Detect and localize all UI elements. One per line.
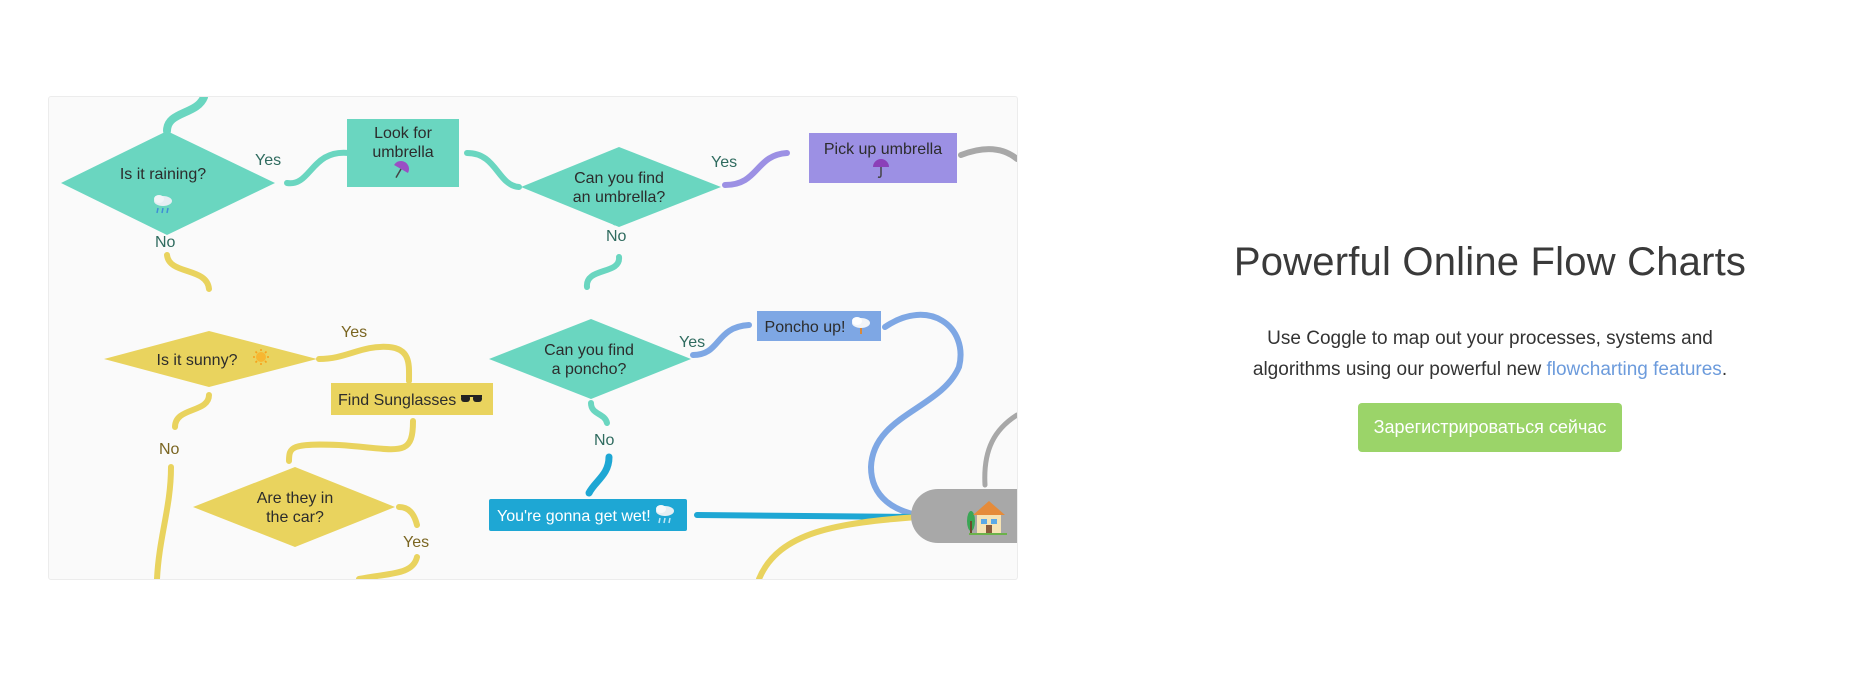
edge-find-umbrella-no — [584, 254, 622, 290]
node-find-sunglasses: Find Sunglasses — [331, 383, 493, 415]
node-look-for-umbrella-line2: umbrella — [372, 144, 433, 161]
edge-into-raining — [163, 97, 208, 135]
node-look-for-umbrella: Look for umbrella — [347, 119, 459, 187]
node-is-it-raining-label: Is it raining? — [120, 166, 206, 183]
edge-grey-to-house — [982, 412, 1017, 488]
node-pick-up-umbrella: Pick up umbrella — [809, 133, 957, 183]
label-find-umbrella-yes: Yes — [711, 154, 737, 171]
label-raining-yes: Yes — [255, 152, 281, 169]
node-find-umbrella: Can you find an umbrella? — [521, 147, 721, 227]
node-find-poncho-line2: a poncho? — [552, 361, 627, 378]
node-in-the-car-line1: Are they in — [257, 490, 333, 507]
node-is-it-sunny-label: Is it sunny? — [157, 352, 238, 369]
label-raining-no: No — [155, 234, 176, 251]
label-find-poncho-yes: Yes — [679, 334, 705, 351]
node-in-the-car-line2: the car? — [266, 509, 324, 526]
edge-sunny-no — [154, 464, 174, 579]
node-find-umbrella-line1: Can you find — [574, 170, 664, 187]
edge-raining-no — [164, 252, 212, 292]
node-find-umbrella-line2: an umbrella? — [573, 189, 666, 206]
edge-sunny-no-top — [172, 392, 212, 430]
umbrella-icon — [873, 159, 889, 178]
label-sunny-yes: Yes — [341, 324, 367, 341]
node-get-wet: You're gonna get wet! — [489, 499, 687, 531]
node-in-the-car: Are they in the car? — [193, 467, 395, 547]
edge-sunglasses-to-car — [286, 418, 416, 464]
flowchart-example: Yes No Yes No Yes No Yes No Yes Is it ra… — [48, 96, 1018, 580]
promo-text-end: . — [1721, 359, 1728, 380]
rain-cloud-icon — [852, 317, 870, 334]
rain-cloud-icon — [154, 195, 172, 214]
node-get-wet-label: You're gonna get wet! — [497, 508, 651, 525]
node-is-it-raining: Is it raining? — [61, 131, 275, 235]
edge-in-car-yes-top — [396, 504, 420, 528]
edge-find-poncho-no-top — [588, 400, 610, 426]
edge-find-umbrella-yes — [722, 150, 790, 188]
flowcharting-features-link[interactable]: flowcharting features — [1546, 359, 1722, 380]
edge-look-to-find — [464, 150, 522, 190]
node-poncho-up-label: Poncho up! — [765, 319, 846, 336]
rain-cloud-icon — [656, 505, 674, 524]
label-find-umbrella-no: No — [606, 228, 627, 245]
node-is-it-sunny: Is it sunny? — [104, 331, 317, 387]
edge-wet-to-house — [694, 512, 920, 520]
edge-poncho-to-house — [867, 311, 964, 518]
sun-icon — [253, 349, 269, 365]
promo-section: Powerful Online Flow Charts Use Coggle t… — [1160, 240, 1820, 452]
node-find-poncho: Can you find a poncho? — [489, 319, 691, 399]
node-pick-up-umbrella-label: Pick up umbrella — [824, 141, 942, 158]
edge-pickup-out — [958, 146, 1017, 162]
label-sunny-no: No — [159, 441, 180, 458]
edge-sunny-yes — [316, 343, 413, 384]
node-find-poncho-line1: Can you find — [544, 342, 634, 359]
house-icon — [967, 501, 1007, 535]
node-look-for-umbrella-line1: Look for — [374, 125, 432, 142]
node-home — [911, 489, 1017, 543]
label-in-car-yes: Yes — [403, 534, 429, 551]
edge-in-car-yes — [356, 554, 420, 579]
node-poncho-up: Poncho up! — [757, 311, 881, 341]
sunglasses-icon — [461, 395, 482, 402]
signup-button[interactable]: Зарегистрироваться сейчас — [1357, 403, 1623, 452]
edge-raining-yes — [284, 149, 352, 187]
edge-yellow-to-house — [756, 514, 920, 579]
label-find-poncho-no: No — [594, 432, 615, 449]
edge-find-poncho-no — [585, 453, 613, 497]
umbrella-icon — [394, 161, 409, 179]
promo-description: Use Coggle to map out your processes, sy… — [1230, 323, 1750, 385]
node-find-sunglasses-label: Find Sunglasses — [338, 392, 456, 409]
promo-text: Use Coggle to map out your processes, sy… — [1252, 328, 1713, 380]
edge-find-poncho-yes — [690, 322, 752, 358]
promo-title: Powerful Online Flow Charts — [1233, 240, 1747, 284]
flowchart-canvas: Yes No Yes No Yes No Yes No Yes Is it ra… — [61, 97, 1017, 579]
